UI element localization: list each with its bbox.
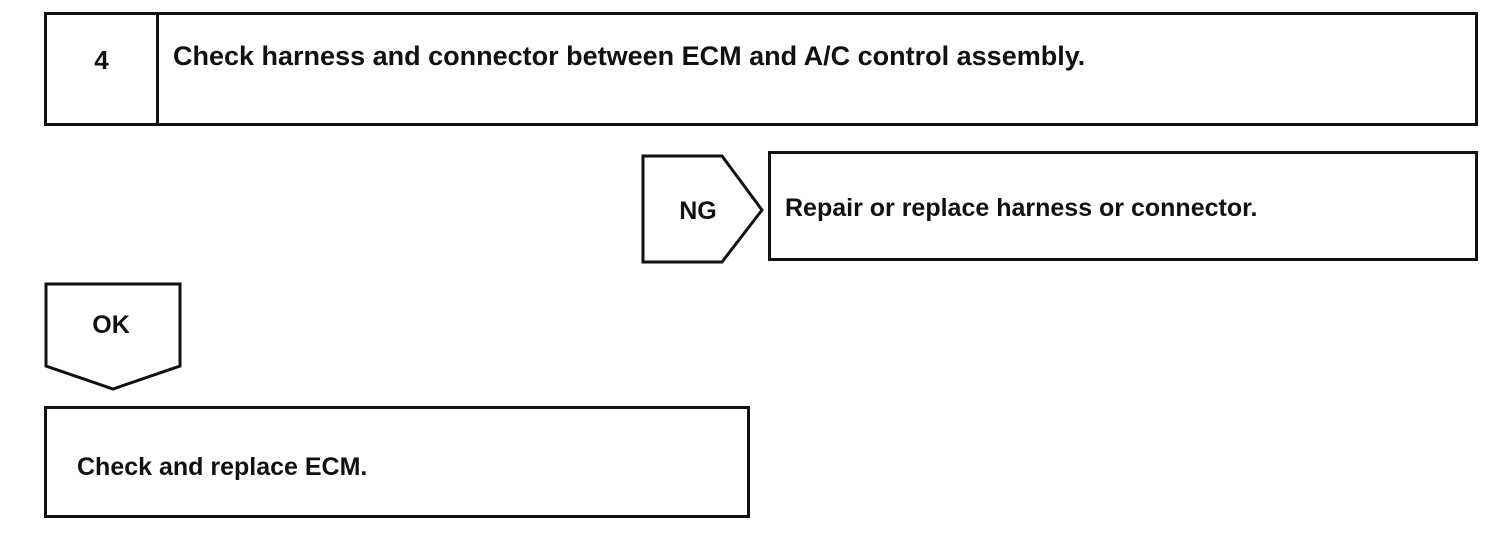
ng-action-text: Repair or replace harness or connector. [785,194,1258,222]
ok-action-text: Check and replace ECM. [77,453,368,481]
step-title: Check harness and connector between ECM … [173,41,1086,71]
ng-arrow-label: NG [679,197,717,225]
ok-arrow-shape [44,282,182,391]
ng-arrow-shape [641,154,764,264]
ok-arrow-label: OK [92,311,130,339]
ok-action-box: Check and replace ECM. [44,406,750,518]
step-number: 4 [47,15,159,123]
ng-action-box: Repair or replace harness or connector. [768,151,1478,261]
step-box: 4 Check harness and connector between EC… [44,12,1478,126]
